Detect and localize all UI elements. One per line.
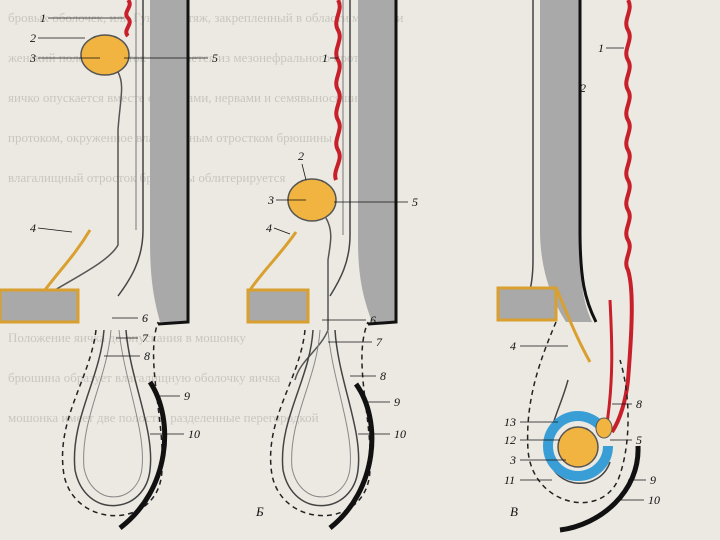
peritoneum-line [329, 0, 351, 297]
label-5: 5 [636, 433, 642, 447]
label-7: 7 [376, 335, 383, 349]
skin-outline [157, 0, 190, 326]
label-8: 8 [144, 349, 150, 363]
testis [80, 34, 130, 76]
bg-line: брюшина образует влагалищную оболочку яи… [8, 370, 280, 385]
label-13: 13 [504, 415, 516, 429]
testis [557, 426, 599, 468]
bg-line: влагалищный отросток брюшины облитерируе… [8, 170, 286, 185]
label-3: 3 [267, 193, 274, 207]
label-9: 9 [184, 389, 190, 403]
label-8: 8 [380, 369, 386, 383]
skin-outline [367, 0, 398, 326]
bg-line: бровых оболочек, или Гунтеров тяж, закре… [8, 10, 404, 25]
blood-vessel-2 [604, 299, 614, 431]
panel-b-letter: Б [255, 504, 264, 519]
skin-outline [578, 0, 598, 323]
panel-b-labels: 1 2 3 5 4 6 7 8 9 10 [266, 51, 418, 441]
label-6: 6 [370, 313, 376, 327]
label-3: 3 [29, 51, 36, 65]
scrotum-skin [118, 380, 168, 530]
panel-c: 1 2 4 8 13 5 12 3 11 9 10 В [496, 0, 660, 533]
pubic-bar [496, 286, 558, 322]
vaginal-process [73, 329, 152, 507]
label-9: 9 [650, 473, 656, 487]
label-10: 10 [394, 427, 406, 441]
vaginal-process [281, 329, 360, 507]
abdominal-wall [150, 0, 188, 322]
label-5: 5 [412, 195, 418, 209]
label-7: 7 [142, 331, 149, 345]
label-9: 9 [394, 395, 400, 409]
nerve [248, 231, 298, 291]
label-4: 4 [30, 221, 36, 235]
blood-vessel [333, 0, 342, 181]
label-11: 11 [504, 473, 515, 487]
label-12: 12 [504, 433, 516, 447]
label-10: 10 [648, 493, 660, 507]
vaginal-process-inner [291, 329, 351, 498]
label-4: 4 [266, 221, 272, 235]
label-4: 4 [510, 339, 516, 353]
tunica-vaginalis [543, 411, 613, 481]
abdominal-wall [358, 0, 396, 322]
scrotum-skin [328, 382, 375, 530]
panel-c-letter: В [510, 504, 518, 519]
label-3: 3 [509, 453, 516, 467]
label-1: 1 [40, 11, 46, 25]
scrotum-skin [559, 445, 641, 533]
panel-c-labels: 1 2 4 8 13 5 12 3 11 9 10 [504, 41, 660, 507]
background-text: бровых оболочек, или Гунтеров тяж, закре… [7, 10, 404, 425]
label-1: 1 [322, 51, 328, 65]
dartos-layer [526, 321, 629, 504]
peritoneum-line [527, 0, 534, 301]
vaginal-process-inner [83, 329, 143, 498]
label-2: 2 [298, 149, 304, 163]
abdominal-wall [540, 0, 592, 322]
label-2: 2 [30, 31, 36, 45]
panel-a: 1 2 3 5 4 6 7 8 9 10 [0, 0, 218, 530]
label-2: 2 [580, 81, 586, 95]
label-8: 8 [636, 397, 642, 411]
label-10: 10 [188, 427, 200, 441]
nerve [43, 229, 92, 291]
gubernaculum [54, 71, 123, 291]
blood-vessel [124, 0, 132, 38]
label-6: 6 [142, 311, 148, 325]
pubic-bar [246, 288, 310, 324]
nerve [554, 287, 592, 363]
blood-vessel [610, 0, 634, 434]
peritoneum-line [117, 0, 144, 297]
panel-b: 1 2 3 5 4 6 7 8 9 10 Б [246, 0, 418, 530]
panel-a-labels: 1 2 3 5 4 6 7 8 9 10 [29, 11, 218, 441]
pubic-bar [0, 288, 80, 324]
label-5: 5 [212, 51, 218, 65]
label-1: 1 [598, 41, 604, 55]
epididymis [595, 417, 613, 439]
